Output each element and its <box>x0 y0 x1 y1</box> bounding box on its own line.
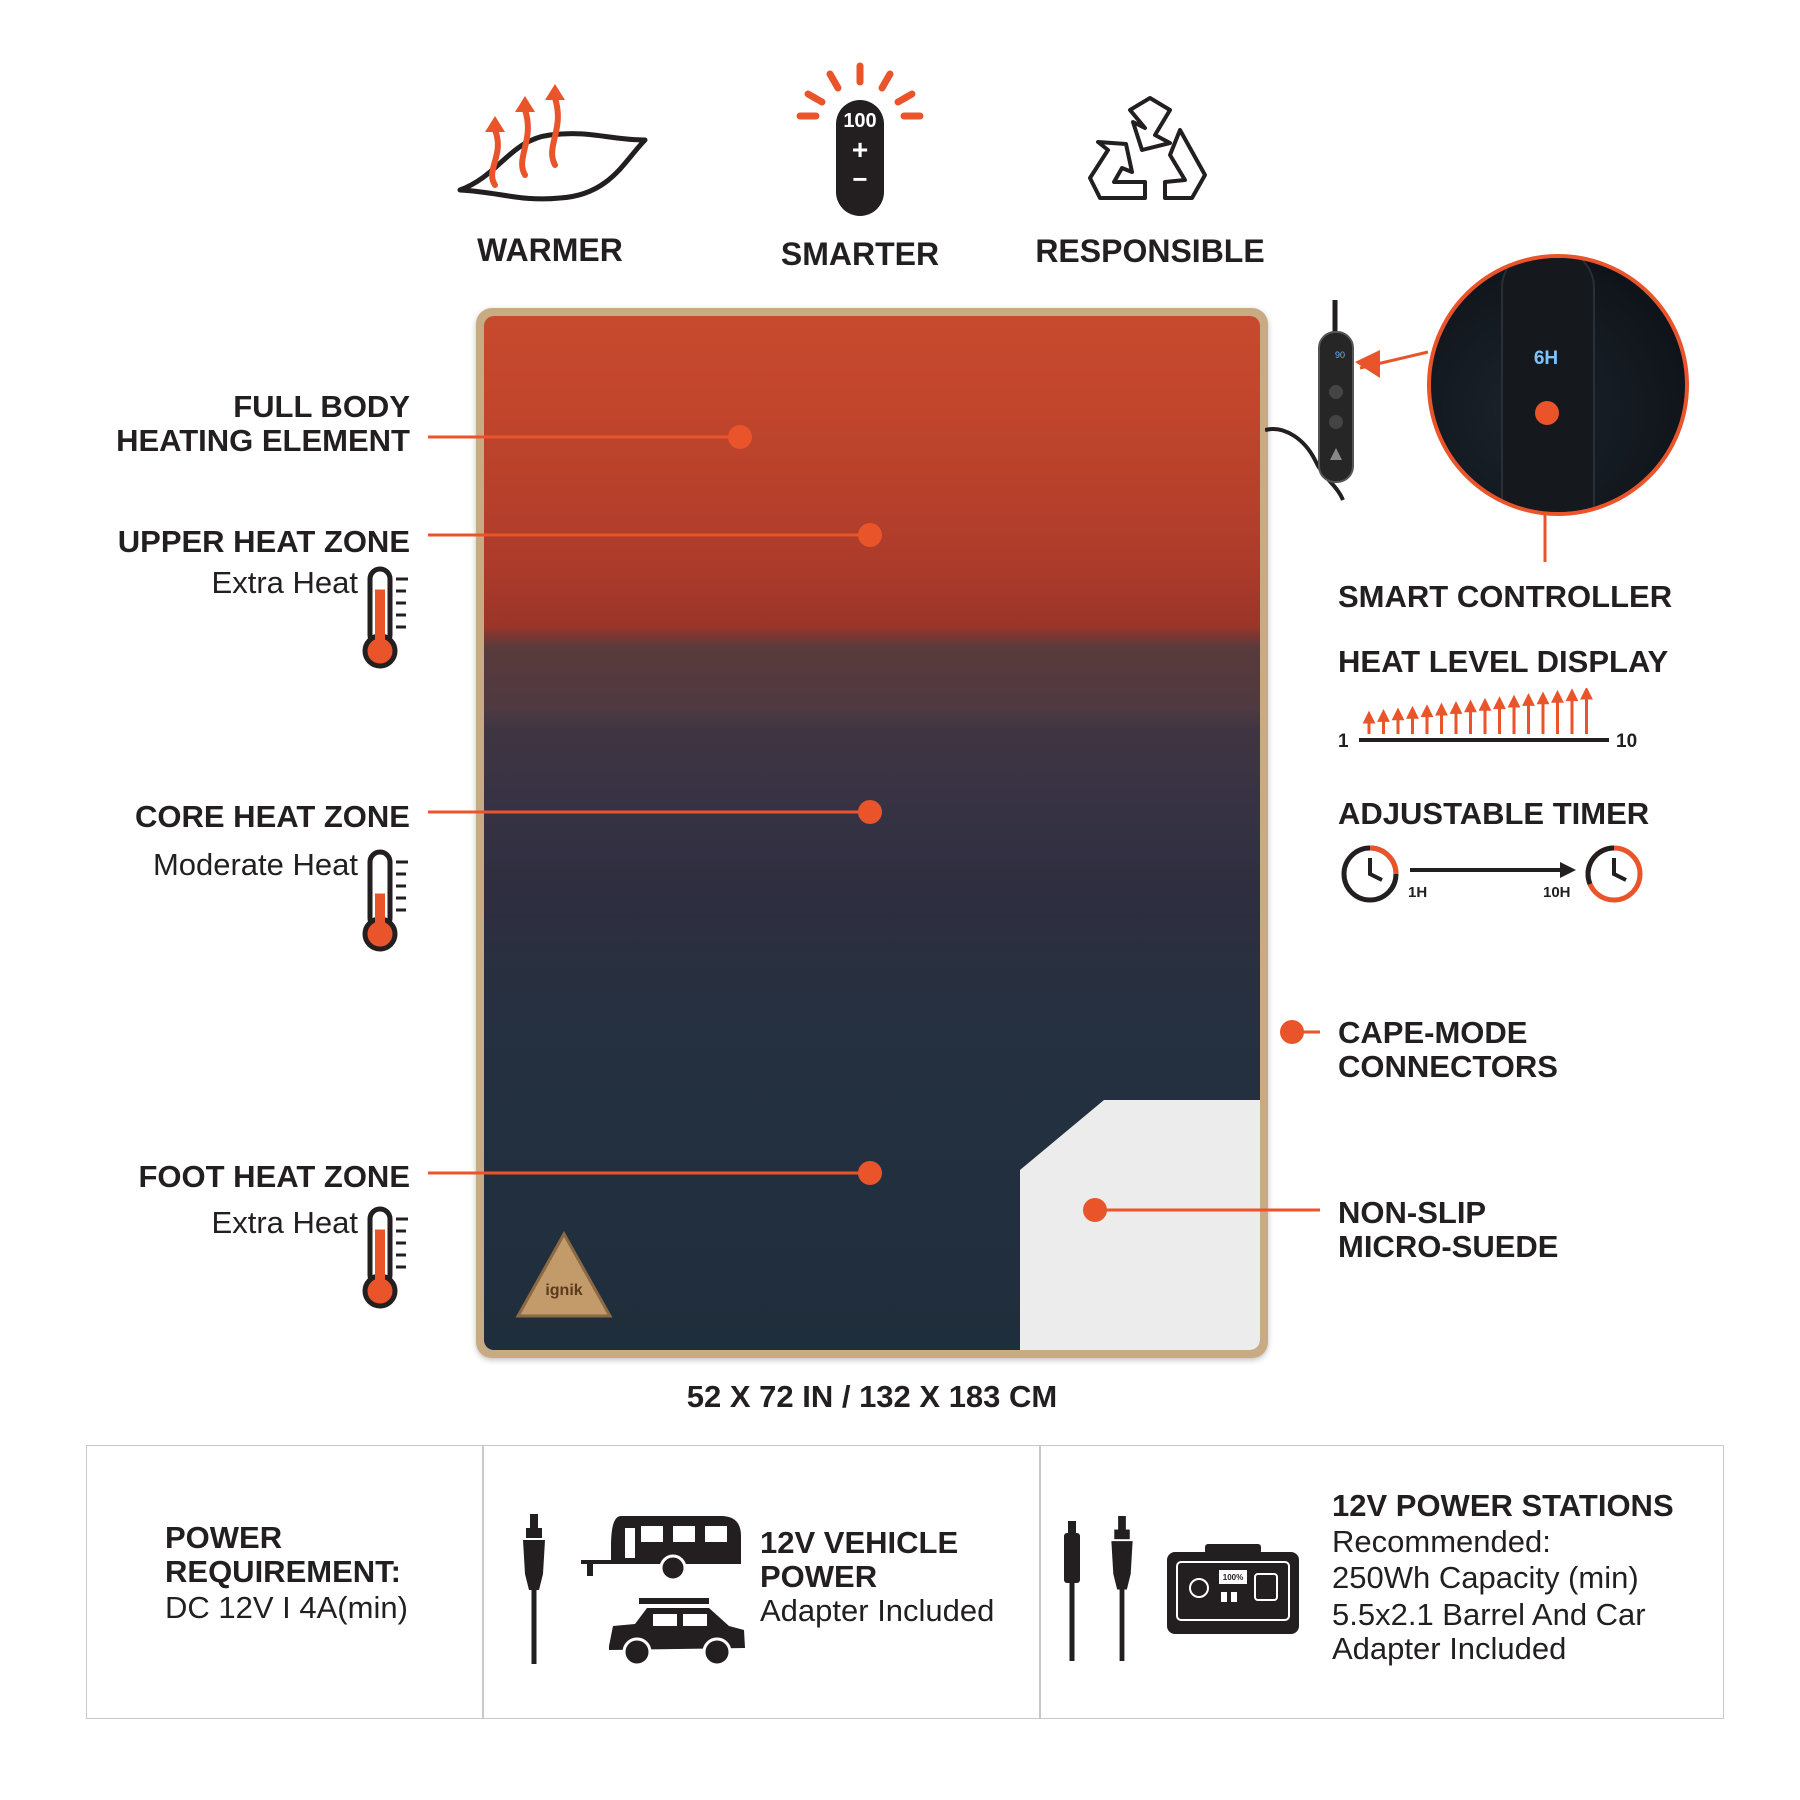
controller-icon <box>796 62 924 216</box>
fleece-corner <box>1020 1100 1260 1350</box>
heat-arrowhead-12 <box>1522 693 1535 706</box>
heat-max-label: 10 <box>1616 731 1638 752</box>
station-line-1: Recommended: <box>1332 1524 1551 1559</box>
core-zone-sub: Moderate Heat <box>152 847 358 882</box>
heat-arrowhead-5 <box>1420 704 1434 718</box>
controller-value: 100 <box>843 110 877 132</box>
micro-suede-label: NON-SLIP MICRO-SUEDE <box>1338 1195 1559 1264</box>
feature-responsible: RESPONSIBLE <box>1030 90 1270 290</box>
core-zone-title: CORE HEAT ZONE <box>135 799 410 834</box>
car-plug-icon <box>523 1514 545 1664</box>
recycle-icon <box>1088 96 1207 200</box>
timer-scale-icon <box>1341 845 1643 903</box>
power-station-icon <box>1167 1544 1299 1634</box>
feature-label: SMARTER <box>780 236 940 272</box>
dimensions-label: 52 X 72 IN / 132 X 183 CM <box>686 1379 1058 1414</box>
heat-arrowhead-3 <box>1391 707 1405 721</box>
upper-zone-title: UPPER HEAT ZONE <box>117 524 410 559</box>
suv-icon <box>609 1598 745 1667</box>
full-body-label: FULL BODY HEATING ELEMENT <box>116 389 410 458</box>
foot-zone-title: FOOT HEAT ZONE <box>138 1159 410 1194</box>
heat-arrowhead-4 <box>1406 705 1419 719</box>
heat-arrowhead-14 <box>1551 689 1564 703</box>
timer-max-label: 10H <box>1543 884 1571 901</box>
heat-waves-icon <box>457 84 648 202</box>
foot-zone-sub: Extra Heat <box>211 1205 358 1240</box>
thermometer-upper-icon <box>362 566 408 669</box>
station-title: 12V POWER STATIONS <box>1332 1488 1674 1523</box>
cape-mode-label: CAPE-MODE CONNECTORS <box>1338 1015 1558 1084</box>
smart-controller-title: SMART CONTROLLER <box>1338 579 1673 614</box>
power-requirement-title: POWER REQUIREMENT: <box>165 1520 401 1589</box>
timer-min-label: 1H <box>1408 884 1428 901</box>
car-plug-icon-2 <box>1111 1516 1133 1661</box>
brand-label: ignik <box>545 1282 583 1299</box>
power-station-display: 100% <box>1222 1573 1244 1582</box>
station-line-2: 250Wh Capacity (min) <box>1332 1560 1639 1595</box>
feature-label: WARMER <box>477 232 623 268</box>
heat-arrowhead-13 <box>1536 691 1550 705</box>
controller-small-display: 90 <box>1334 350 1345 360</box>
heat-arrowhead-6 <box>1435 702 1448 716</box>
station-line-3: 5.5x2.1 Barrel And Car Adapter Included <box>1332 1597 1646 1666</box>
zoom-dot <box>1535 401 1559 425</box>
vehicle-power-sub: Adapter Included <box>760 1593 995 1628</box>
zoom-display-value: 6H <box>1533 348 1559 369</box>
heat-min-label: 1 <box>1338 731 1349 752</box>
power-divider-1 <box>482 1446 484 1718</box>
heat-arrowhead-15 <box>1565 688 1579 702</box>
heat-arrowhead-10 <box>1493 696 1506 710</box>
zoom-controller-body <box>1501 258 1595 512</box>
thermometer-core-icon <box>362 849 408 952</box>
controller-zoom: 6H <box>1427 254 1689 516</box>
timer-title: ADJUSTABLE TIMER <box>1338 796 1650 831</box>
heat-arrowhead-16 <box>1580 688 1593 700</box>
heat-arrowhead-2 <box>1377 709 1390 722</box>
heat-arrowhead-1 <box>1362 710 1376 724</box>
upper-zone-sub: Extra Heat <box>211 565 358 600</box>
feature-warmer: WARMER <box>440 80 660 280</box>
controller-device <box>1265 300 1354 501</box>
camper-trailer-icon <box>581 1516 741 1582</box>
thermometer-foot-icon <box>362 1206 408 1309</box>
power-table: POWER REQUIREMENT: DC 12V I 4A(min) 12V … <box>86 1445 1724 1719</box>
power-divider-2 <box>1039 1446 1041 1718</box>
controller-plus: + <box>851 134 869 165</box>
feature-label: RESPONSIBLE <box>1035 233 1265 269</box>
controller-minus: − <box>852 164 868 194</box>
heat-arrowhead-9 <box>1478 697 1492 711</box>
power-requirement-value: DC 12V I 4A(min) <box>165 1590 408 1625</box>
heat-level-title: HEAT LEVEL DISPLAY <box>1338 644 1669 679</box>
heat-arrowhead-11 <box>1507 694 1521 708</box>
heat-level-scale-icon <box>1359 688 1609 742</box>
vehicle-power-title: 12V VEHICLE POWER <box>760 1525 959 1594</box>
heat-arrowhead-8 <box>1464 699 1477 713</box>
feature-smarter: 100 + − SMARTER <box>750 60 970 280</box>
brand-patch: ignik <box>514 1230 614 1320</box>
heat-arrowhead-7 <box>1449 701 1463 714</box>
barrel-plug-icon <box>1064 1521 1080 1661</box>
